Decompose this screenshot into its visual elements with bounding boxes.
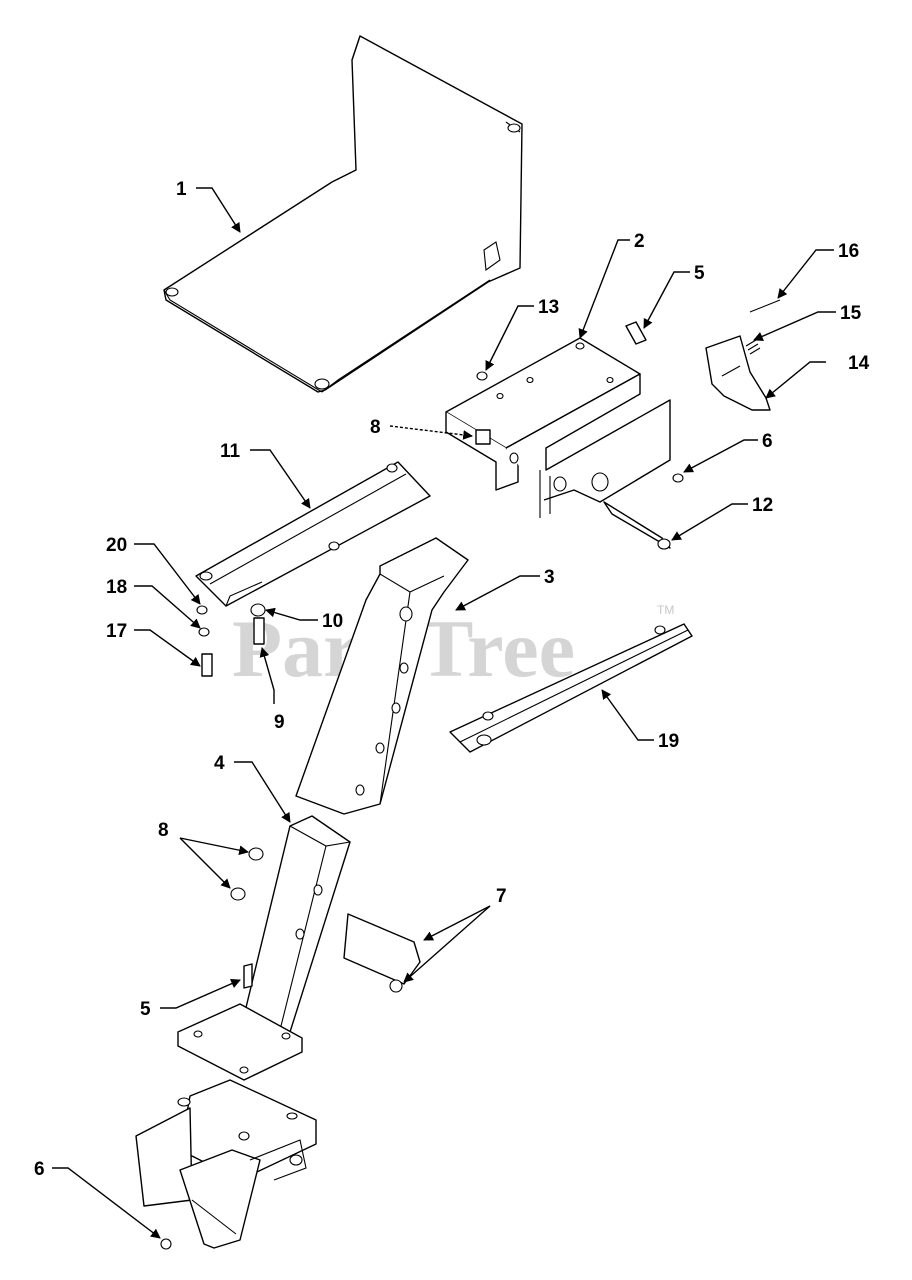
callout-6b[interactable]: 6 <box>34 1159 161 1239</box>
part-lower-post[interactable] <box>177 815 421 1081</box>
part-hardware[interactable] <box>160 299 781 1250</box>
callout-4[interactable]: 4 <box>214 753 291 823</box>
callout-label: 6 <box>34 1159 45 1180</box>
callout-13[interactable]: 13 <box>485 297 559 371</box>
callout-label: 3 <box>544 567 555 588</box>
callout-label: 10 <box>322 611 343 632</box>
callout-label: 7 <box>496 886 507 907</box>
callout-label: 17 <box>106 621 127 642</box>
callout-label: 15 <box>840 303 862 324</box>
callout-15[interactable]: 15 <box>753 303 862 341</box>
callout-8b[interactable]: 8 <box>158 820 249 889</box>
watermark-trademark: TM <box>657 603 674 617</box>
callout-label: 20 <box>106 535 127 556</box>
callout-11[interactable]: 11 <box>220 441 311 509</box>
callout-label: 5 <box>694 263 705 284</box>
callout-label: 16 <box>838 241 859 262</box>
callout-1[interactable]: 1 <box>176 179 241 233</box>
callout-17[interactable]: 17 <box>106 621 201 667</box>
callout-label: 1 <box>176 179 187 200</box>
callout-label: 5 <box>140 999 151 1020</box>
callout-5a[interactable]: 5 <box>643 263 705 329</box>
callout-7[interactable]: 7 <box>403 886 507 983</box>
callout-5b[interactable]: 5 <box>140 979 241 1020</box>
callout-9[interactable]: 9 <box>259 647 285 733</box>
callout-14[interactable]: 14 <box>765 353 870 399</box>
callout-label: 18 <box>106 577 127 598</box>
callout-10[interactable]: 10 <box>265 607 343 632</box>
callout-label: 9 <box>274 712 285 733</box>
callout-18[interactable]: 18 <box>106 577 201 629</box>
callout-label: 8 <box>370 417 381 438</box>
part-slide-rail-right[interactable] <box>449 623 693 753</box>
callout-label: 8 <box>158 820 169 841</box>
callout-12[interactable]: 12 <box>671 495 773 541</box>
callout-label: 4 <box>214 753 225 774</box>
part-slide-rail-left[interactable] <box>195 461 431 607</box>
callout-16[interactable]: 16 <box>777 241 859 299</box>
callout-label: 2 <box>634 231 645 252</box>
callout-label: 13 <box>538 297 559 318</box>
callout-8a[interactable]: 8 <box>370 417 473 440</box>
callout-2[interactable]: 2 <box>578 231 645 339</box>
callout-label: 14 <box>848 353 870 374</box>
callout-6a[interactable]: 6 <box>683 431 773 473</box>
callout-label: 19 <box>658 731 679 752</box>
callout-label: 11 <box>220 441 241 462</box>
part-seat[interactable] <box>163 35 523 393</box>
part-lower-mount[interactable] <box>135 1079 317 1249</box>
callout-3[interactable]: 3 <box>455 567 555 611</box>
part-upper-post[interactable] <box>295 537 469 815</box>
callout-label: 6 <box>762 431 773 452</box>
callout-20[interactable]: 20 <box>106 535 201 605</box>
callout-label: 12 <box>752 495 773 516</box>
callout-19[interactable]: 19 <box>601 689 679 752</box>
